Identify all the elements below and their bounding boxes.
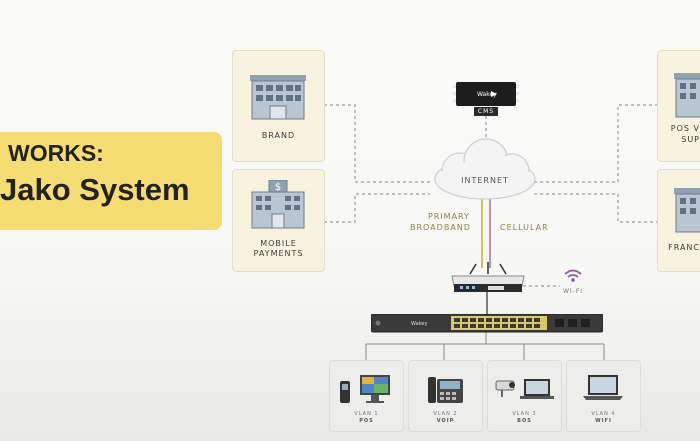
- office-building-icon: [250, 75, 306, 120]
- brand-label: BRAND: [261, 131, 296, 140]
- vlan-2-desc: VOIP: [436, 418, 455, 424]
- cms-device: Wakey CMS: [453, 82, 519, 116]
- wifi-icon: [564, 269, 582, 282]
- svg-text:$: $: [275, 182, 281, 193]
- franchise-label: FRANC: [668, 243, 700, 252]
- laptop-icon: [583, 375, 623, 400]
- mobile-payments-label-1: MOBILE: [260, 239, 297, 248]
- vlan-1-desc: POS: [359, 418, 374, 424]
- internet-cloud-icon: [434, 138, 536, 200]
- bank-building-icon: $: [251, 180, 305, 229]
- office-building-icon: [674, 188, 700, 233]
- mobile-payments-card: $ MOBILE PAYMENTS: [232, 169, 325, 272]
- vlan-1-card: VLAN 1 POS: [329, 360, 404, 432]
- brand-connector: [324, 104, 430, 183]
- vlan-3-desc: BOS: [517, 418, 532, 424]
- title-banner: WORKS: Jako System: [0, 132, 222, 230]
- network-switch-icon: Wakey: [371, 314, 603, 333]
- cellular-label: CELLULAR: [500, 223, 549, 232]
- vlan-3-name: VLAN 3: [512, 411, 537, 417]
- title-line-2: Jako System: [0, 172, 190, 207]
- pos-vendor-card: POS V SUP: [657, 50, 700, 162]
- cms-device-brand: Wakey: [477, 91, 497, 98]
- vlan-4-card: VLAN 4 WIFI: [566, 360, 641, 432]
- camera-laptop-icon: [495, 379, 554, 399]
- primary-label: PRIMARY: [427, 212, 470, 221]
- cms-label: CMS: [477, 108, 495, 115]
- wifi-label: WI-FI: [562, 288, 584, 295]
- franchise-card: FRANC: [657, 169, 700, 272]
- router-icon: [451, 262, 525, 292]
- cms-appliance-icon: Wakey: [453, 82, 519, 116]
- pos-vendor-label-1: POS V: [670, 124, 700, 133]
- pos-vendor-connector: [534, 104, 657, 183]
- svg-text:Wakey: Wakey: [411, 321, 427, 327]
- mobile-payments-label-2: PAYMENTS: [253, 249, 304, 258]
- pos-vendor-label-2: SUP: [681, 135, 700, 144]
- title-line-1: WORKS:: [8, 140, 104, 166]
- vlan-2-card: VLAN 2 VOIP: [408, 360, 483, 432]
- office-building-icon: [674, 73, 700, 118]
- vlan-4-name: VLAN 4: [591, 411, 616, 417]
- broadband-label: BROADBAND: [410, 223, 471, 232]
- vlan-1-name: VLAN 1: [354, 411, 379, 417]
- vlan-3-card: VLAN 3 BOS: [487, 360, 562, 432]
- voip-phone-icon: [428, 377, 463, 403]
- pos-terminal-icon: [340, 375, 390, 403]
- vlan-2-name: VLAN 2: [433, 411, 458, 417]
- switch-tree: [365, 332, 605, 360]
- franchise-connector: [534, 193, 657, 223]
- vlan-4-desc: WIFI: [595, 418, 612, 424]
- mobile-payments-connector: [324, 193, 430, 223]
- brand-card: BRAND: [232, 50, 325, 162]
- internet-label: INTERNET: [461, 176, 509, 185]
